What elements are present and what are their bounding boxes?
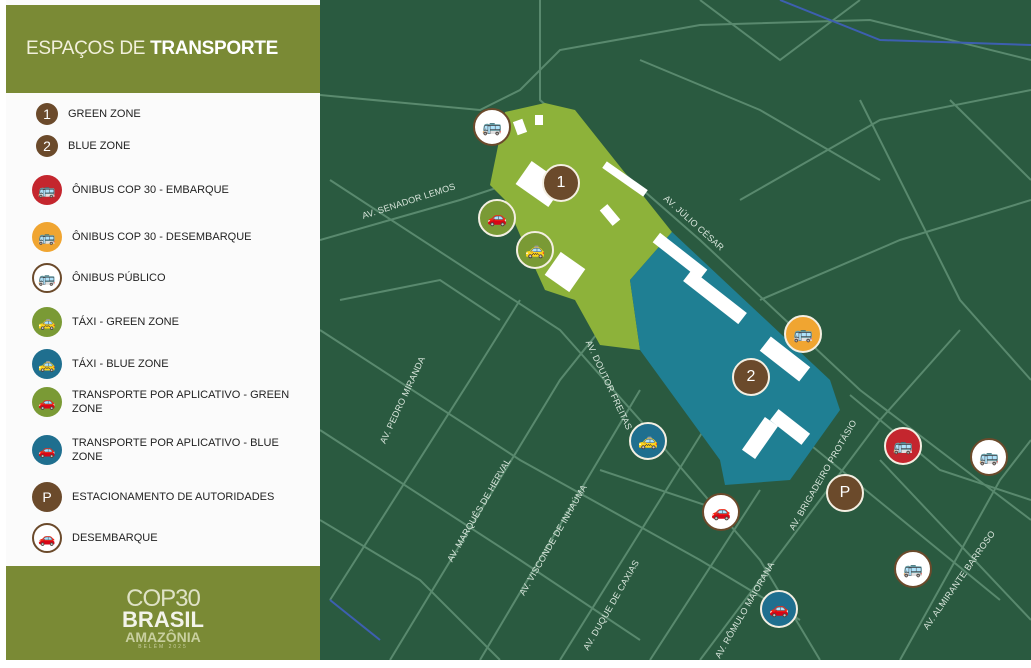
legend-label: DESEMBARQUE bbox=[72, 532, 158, 544]
legend-label: BLUE ZONE bbox=[68, 140, 131, 152]
legend-label: ÔNIBUS COP 30 - DESEMBARQUE bbox=[72, 231, 252, 243]
legend-label: TÁXI - GREEN ZONE bbox=[72, 316, 179, 328]
legend-panel: ESPAÇOS DE TRANSPORTE 1 GREEN ZONE 2 BLUE Z… bbox=[6, 0, 320, 660]
legend-label: TÁXI - BLUE ZONE bbox=[72, 358, 169, 370]
legend-item: 🚌 ÔNIBUS COP 30 - EMBARQUE bbox=[32, 175, 292, 205]
legend-item: 🚗 DESEMBARQUE bbox=[32, 523, 292, 553]
car-icon: 🚗 bbox=[32, 523, 62, 553]
app-car-marker[interactable]: 🚗 bbox=[760, 590, 798, 628]
car-marker[interactable]: 🚗 bbox=[702, 493, 740, 531]
legend-label: ÔNIBUS COP 30 - EMBARQUE bbox=[72, 184, 229, 196]
number-1-icon: 1 bbox=[36, 103, 58, 125]
bus-marker[interactable]: 🚌 bbox=[970, 438, 1008, 476]
title-bold: TRANSPORTE bbox=[150, 38, 279, 59]
number-2-icon: 2 bbox=[36, 135, 58, 157]
bus-icon: 🚌 bbox=[32, 222, 62, 252]
bus-marker[interactable]: 🚌 bbox=[884, 427, 922, 465]
bus-marker[interactable]: 🚌 bbox=[784, 315, 822, 353]
taxi-marker[interactable]: 🚕 bbox=[516, 231, 554, 269]
title-light: ESPAÇOS DE bbox=[26, 38, 151, 59]
venue-buildings bbox=[512, 115, 811, 459]
legend-label: GREEN ZONE bbox=[68, 108, 141, 120]
legend-item: 🚕 TÁXI - GREEN ZONE bbox=[32, 307, 292, 337]
panel-header: ESPAÇOS DE TRANSPORTE bbox=[6, 5, 320, 93]
legend-item: 1 GREEN ZONE bbox=[32, 103, 288, 125]
logo-brasil: BRASIL bbox=[122, 607, 204, 632]
logo-cop30: COP30 bbox=[126, 585, 201, 612]
app-car-icon: 🚗 bbox=[32, 435, 62, 465]
parking-marker[interactable]: P bbox=[826, 474, 864, 512]
parking-icon: P bbox=[32, 482, 62, 512]
logo-belem: BELÉM 2025 bbox=[138, 644, 188, 650]
bus-icon: 🚌 bbox=[32, 263, 62, 293]
legend-label: TRANSPORTE POR APLICATIVO - GREEN ZONE bbox=[72, 389, 290, 415]
taxi-icon: 🚕 bbox=[32, 349, 62, 379]
app-car-marker[interactable]: 🚗 bbox=[478, 199, 516, 237]
number-1-marker[interactable]: 1 bbox=[542, 164, 580, 202]
legend-item: P ESTACIONAMENTO DE AUTORIDADES bbox=[32, 482, 292, 512]
legend-label: ESTACIONAMENTO DE AUTORIDADES bbox=[72, 491, 275, 503]
logo-amazonia: AMAZÔNIA bbox=[125, 629, 201, 645]
app-car-icon: 🚗 bbox=[32, 387, 62, 417]
legend-item: 🚕 TÁXI - BLUE ZONE bbox=[32, 349, 292, 379]
map-roads bbox=[320, 0, 1031, 660]
taxi-marker[interactable]: 🚕 bbox=[629, 422, 667, 460]
bus-icon: 🚌 bbox=[32, 175, 62, 205]
bus-marker[interactable]: 🚌 bbox=[894, 550, 932, 588]
legend-item: 🚗 TRANSPORTE POR APLICATIVO - BLUE ZONE bbox=[32, 435, 292, 465]
legend-label: ÔNIBUS PÚBLICO bbox=[72, 272, 166, 284]
legend-item: 🚌 ÔNIBUS COP 30 - DESEMBARQUE bbox=[32, 222, 292, 252]
taxi-icon: 🚕 bbox=[32, 307, 62, 337]
legend-label: TRANSPORTE POR APLICATIVO - BLUE ZONE bbox=[72, 437, 279, 463]
cop30-logo: COP30 BRASIL AMAZÔNIA BELÉM 2025 bbox=[6, 566, 320, 660]
legend-item: 🚌 ÔNIBUS PÚBLICO bbox=[32, 263, 292, 293]
legend-item: 2 BLUE ZONE bbox=[32, 135, 288, 157]
bus-marker[interactable]: 🚌 bbox=[473, 108, 511, 146]
number-2-marker[interactable]: 2 bbox=[732, 358, 770, 396]
legend-item: 🚗 TRANSPORTE POR APLICATIVO - GREEN ZONE bbox=[32, 387, 292, 417]
